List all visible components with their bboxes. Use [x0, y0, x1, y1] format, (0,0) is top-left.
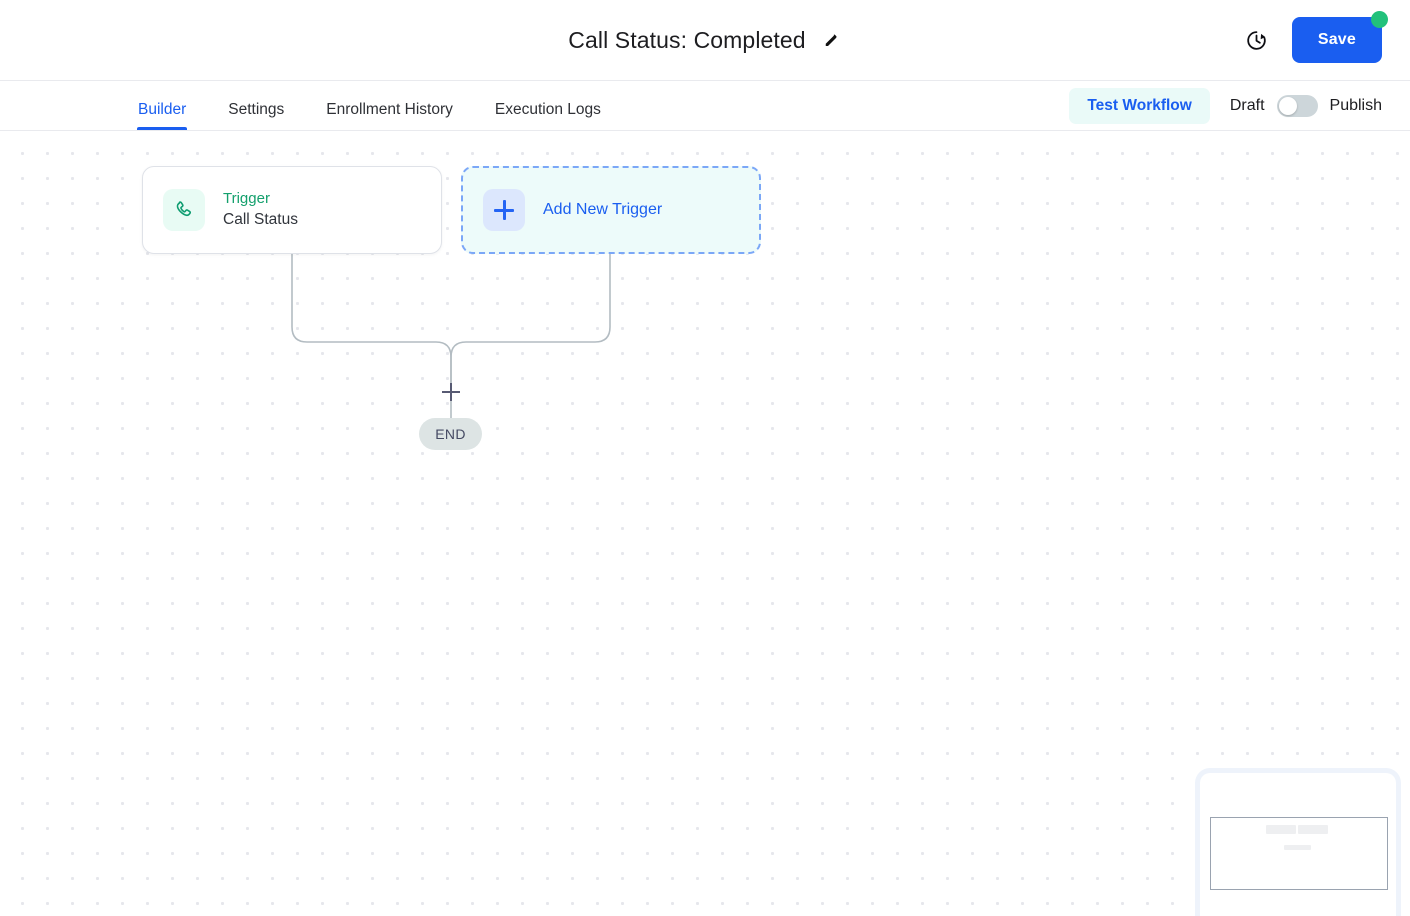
unsaved-changes-dot-icon [1371, 11, 1388, 28]
save-button-wrapper: Save [1291, 11, 1388, 63]
publish-toggle-group: Draft Publish [1229, 94, 1382, 117]
end-node-label: END [435, 426, 466, 442]
publish-toggle-knob [1278, 96, 1297, 115]
minimap-node [1266, 825, 1296, 834]
tab-builder[interactable]: Builder [136, 101, 188, 131]
add-new-trigger-label: Add New Trigger [543, 201, 663, 218]
test-workflow-button[interactable]: Test Workflow [1069, 87, 1210, 124]
trigger-node[interactable]: Trigger Call Status [142, 166, 442, 254]
trigger-node-kind: Trigger [223, 190, 270, 208]
end-node[interactable]: END [419, 418, 482, 450]
tab-bar: Builder Settings Enrollment History Exec… [0, 81, 1410, 131]
publish-label: Publish [1329, 96, 1382, 114]
add-new-trigger-node[interactable]: Add New Trigger [461, 166, 761, 254]
tab-execution-logs[interactable]: Execution Logs [494, 100, 601, 118]
trigger-node-name: Call Status [223, 211, 298, 229]
workflow-canvas[interactable]: Trigger Call Status Add New Trigger END [0, 131, 1410, 916]
draft-label: Draft [1229, 96, 1265, 114]
header-title-group: Call Status: Completed [0, 27, 1410, 54]
minimap-node [1284, 845, 1311, 850]
phone-call-icon [163, 189, 205, 231]
publish-toggle[interactable] [1276, 94, 1318, 117]
plus-icon [483, 189, 525, 231]
tab-list: Builder Settings Enrollment History Exec… [136, 81, 601, 131]
tab-enrollment-history[interactable]: Enrollment History [326, 100, 453, 118]
trigger-node-text: Trigger Call Status [223, 190, 298, 230]
save-button[interactable]: Save [1291, 17, 1382, 63]
minimap-viewport[interactable] [1210, 817, 1388, 890]
header-actions: Save [1244, 11, 1388, 63]
tab-bar-actions: Test Workflow Draft Publish [1069, 81, 1382, 130]
canvas-minimap[interactable] [1200, 773, 1396, 916]
pencil-icon[interactable] [820, 29, 842, 51]
app-header: Call Status: Completed Save [0, 0, 1410, 81]
minimap-node [1298, 825, 1328, 834]
page-title: Call Status: Completed [568, 26, 806, 53]
add-step-plus-icon[interactable] [442, 383, 460, 401]
clock-history-icon[interactable] [1244, 27, 1270, 53]
tab-settings[interactable]: Settings [228, 100, 285, 118]
